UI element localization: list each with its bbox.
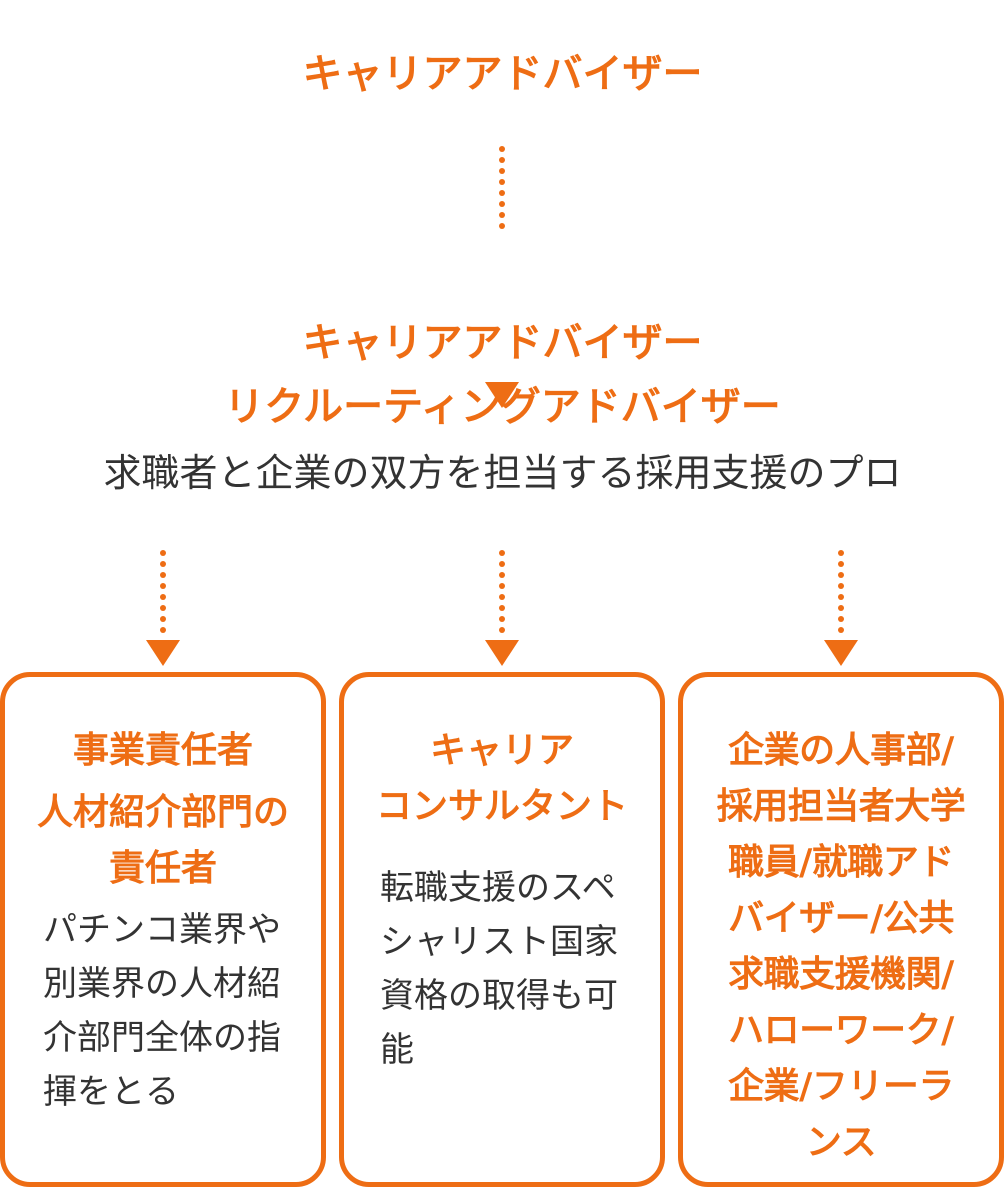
dot bbox=[838, 550, 844, 556]
dot bbox=[160, 550, 166, 556]
dot bbox=[160, 561, 166, 567]
dot bbox=[838, 616, 844, 622]
dot bbox=[160, 616, 166, 622]
dot bbox=[838, 605, 844, 611]
box-description: 転職支援のスペ シャリスト国家 資格の取得も可 能 bbox=[380, 868, 618, 1070]
dot bbox=[499, 168, 505, 174]
dot bbox=[499, 627, 505, 633]
dot bbox=[499, 550, 505, 556]
role-description: 求職者と企業の双方を担当する採用支援のプロ bbox=[103, 451, 902, 495]
box-heading: 事業責任者 bbox=[72, 730, 253, 771]
dot bbox=[499, 179, 505, 185]
dot bbox=[499, 146, 505, 152]
dot bbox=[499, 201, 505, 207]
dot bbox=[160, 627, 166, 633]
dot bbox=[838, 561, 844, 567]
dot bbox=[499, 594, 505, 600]
box-heading: 企業の人事部/ 採用担当者大学 職員/就職アド バイザー/公共 求職支援機関/ … bbox=[716, 730, 966, 1163]
dot bbox=[160, 572, 166, 578]
arrow-head bbox=[485, 640, 519, 666]
dot bbox=[838, 583, 844, 589]
dot bbox=[499, 605, 505, 611]
role-title-line-1: キャリアアドバイザー bbox=[302, 320, 703, 366]
box-description: パチンコ業界や 別業界の人材紹 介部門全体の指 揮をとる bbox=[43, 910, 281, 1112]
dot bbox=[499, 190, 505, 196]
career-path-box-career-consultant: キャリア コンサルタント 転職支援のスペ シャリスト国家 資格の取得も可 能 bbox=[339, 672, 665, 1187]
dot bbox=[160, 583, 166, 589]
box-subheading: 人材紹介部門の 責任者 bbox=[36, 792, 289, 889]
dot bbox=[499, 561, 505, 567]
box-heading: キャリア コンサルタント bbox=[375, 730, 628, 827]
top-role-title: キャリアアドバイザー bbox=[302, 51, 703, 97]
role-definition: キャリアアドバイザー リクルーティングアドバイザー 求職者と企業の双方を担当する… bbox=[0, 311, 1005, 505]
dot bbox=[499, 223, 505, 229]
dot bbox=[499, 616, 505, 622]
dot bbox=[499, 572, 505, 578]
career-path-box-business-leader: 事業責任者 人材紹介部門の 責任者 パチンコ業界や 別業界の人材紹 介部門全体の… bbox=[0, 672, 326, 1187]
arrow-head bbox=[485, 382, 519, 408]
dot bbox=[160, 594, 166, 600]
arrow-head bbox=[824, 640, 858, 666]
dot bbox=[838, 627, 844, 633]
dot bbox=[160, 605, 166, 611]
dot bbox=[499, 157, 505, 163]
arrow-head bbox=[146, 640, 180, 666]
dot bbox=[499, 583, 505, 589]
career-path-box-other-options: 企業の人事部/ 採用担当者大学 職員/就職アド バイザー/公共 求職支援機関/ … bbox=[678, 672, 1004, 1187]
role-title-line-2: リクルーティングアドバイザー bbox=[224, 384, 781, 430]
dot bbox=[838, 572, 844, 578]
dot bbox=[499, 212, 505, 218]
dot bbox=[838, 594, 844, 600]
